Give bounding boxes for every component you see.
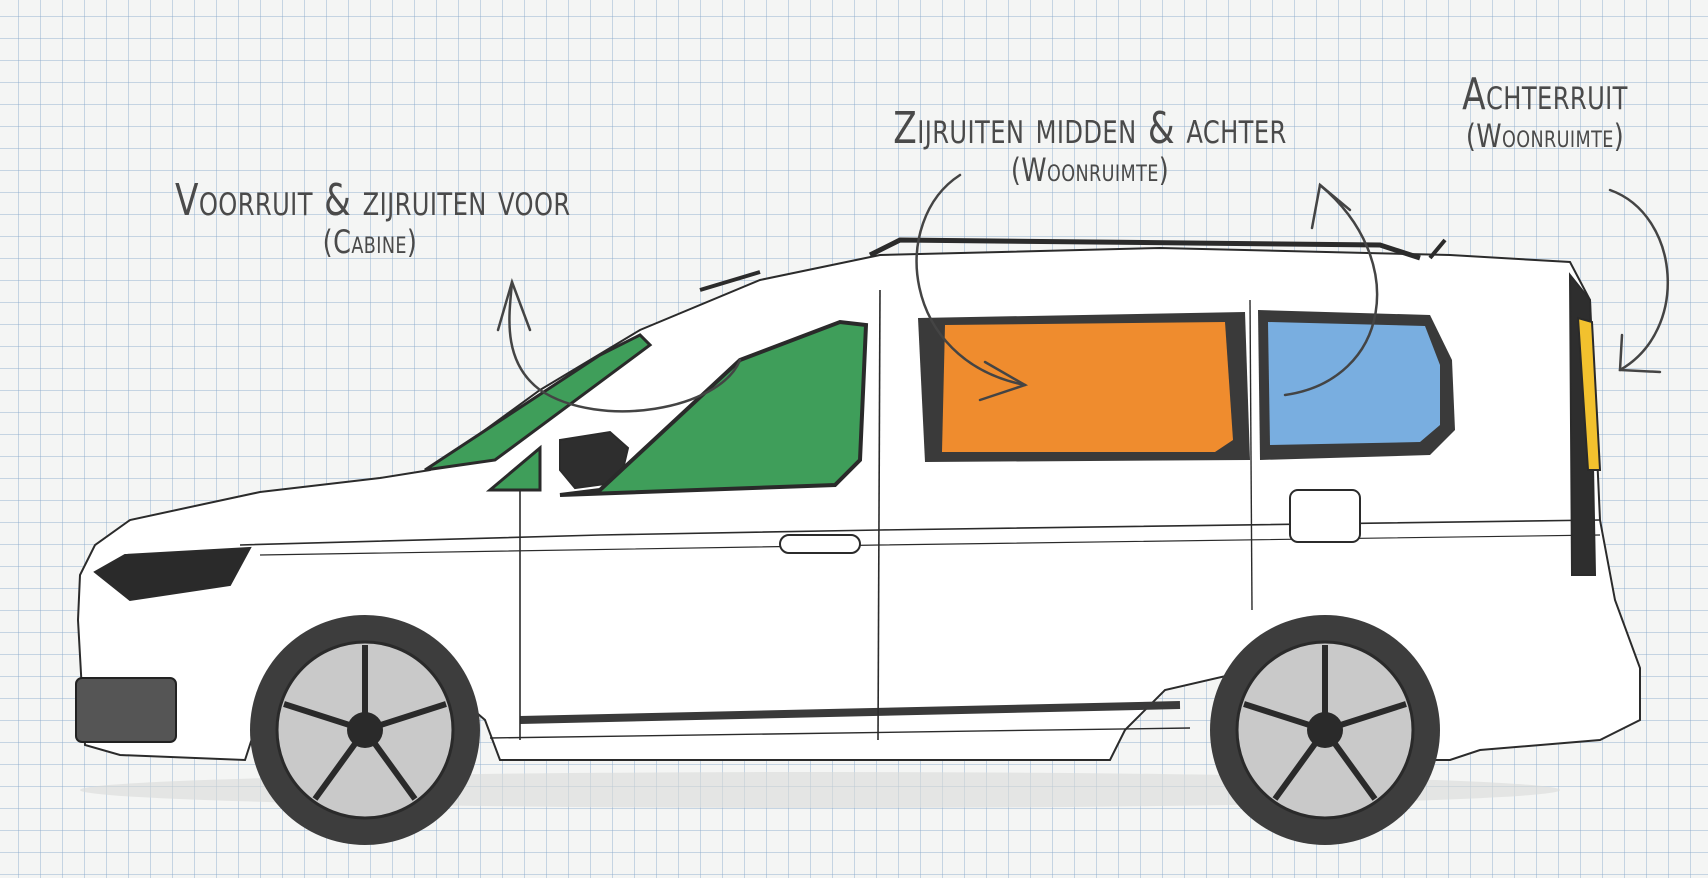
front-wheel — [250, 615, 480, 845]
rear-window — [1576, 316, 1602, 471]
arrows — [496, 173, 1670, 413]
curved-arrow-middle — [915, 173, 1027, 387]
curved-arrow-rear-side — [1283, 183, 1379, 397]
front-side-window — [559, 319, 869, 497]
middle-side-window-glass — [942, 322, 1233, 452]
curved-arrow-rear — [1608, 188, 1670, 372]
label-cabin-subtitle: (Cabine) — [322, 223, 418, 261]
small-front-window — [485, 444, 542, 492]
van-body — [75, 237, 1641, 762]
windows — [424, 310, 1602, 497]
label-cabin: Voorruit & zijruiten voor (Cabine) — [120, 175, 620, 261]
label-rear: Achterruit (Woonruimte) — [1420, 69, 1670, 155]
label-middle-rear: Zijruiten midden & achter (Woonruimte) — [820, 103, 1360, 189]
label-rear-title: Achterruit — [1462, 69, 1628, 120]
label-middle-rear-subtitle: (Woonruimte) — [1010, 151, 1170, 189]
windscreen-window — [424, 333, 653, 472]
rear-side-window-glass — [1268, 322, 1440, 445]
label-cabin-title: Voorruit & zijruiten voor — [175, 175, 571, 226]
rear-wheel — [1210, 615, 1440, 845]
label-rear-subtitle: (Woonruimte) — [1465, 117, 1625, 155]
curved-arrow-cabin — [508, 280, 742, 413]
label-middle-rear-title: Zijruiten midden & achter — [893, 103, 1287, 154]
